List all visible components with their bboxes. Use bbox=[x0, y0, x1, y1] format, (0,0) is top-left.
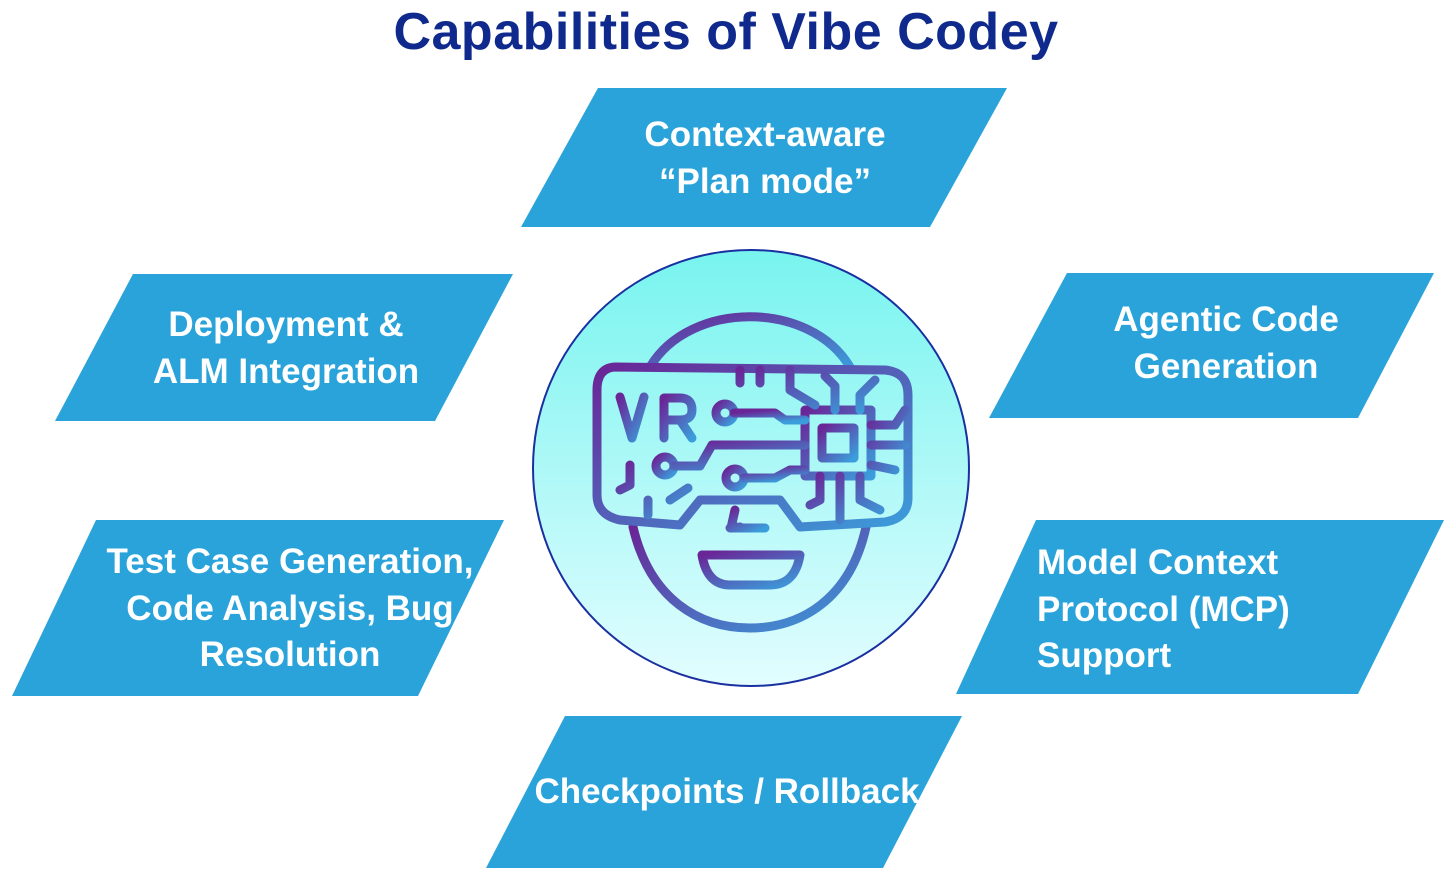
diagram-title: Capabilities of Vibe Codey bbox=[393, 3, 1059, 61]
box-plan-mode bbox=[521, 88, 1007, 227]
box-testing bbox=[12, 520, 504, 696]
label-line: Context-aware bbox=[644, 115, 886, 154]
box-mcp bbox=[956, 520, 1444, 694]
label-line: Code Analysis, Bug bbox=[126, 588, 454, 628]
label-line: Agentic Code bbox=[1113, 300, 1339, 339]
capability-testing: Test Case Generation, Code Analysis, Bug… bbox=[107, 539, 474, 679]
label-line: Support bbox=[1037, 636, 1172, 675]
label-line: Model Context bbox=[1037, 543, 1279, 582]
center-circle bbox=[532, 249, 970, 687]
capability-plan-mode: Context-aware “Plan mode” bbox=[644, 112, 885, 205]
label-line: Resolution bbox=[199, 635, 381, 674]
label-line: “Plan mode” bbox=[659, 161, 871, 201]
vr-label bbox=[615, 392, 697, 443]
label-line: Generation bbox=[1133, 346, 1319, 386]
label-line: Test Case Generation, bbox=[106, 542, 474, 581]
label-line: ALM Integration bbox=[152, 351, 420, 391]
capability-agentic: Agentic Code Generation bbox=[1113, 297, 1339, 390]
box-deployment bbox=[55, 274, 513, 421]
box-agentic bbox=[989, 273, 1434, 418]
label-line: Protocol (MCP) bbox=[1037, 589, 1290, 629]
box-checkpoints bbox=[486, 716, 962, 868]
capability-deployment: Deployment & ALM Integration bbox=[153, 302, 419, 395]
capability-checkpoints: Checkpoints / Rollback bbox=[534, 769, 919, 816]
vr-headset-face-icon bbox=[592, 312, 913, 633]
label-line: Deployment & bbox=[168, 305, 404, 344]
capability-mcp: Model Context Protocol (MCP) Support bbox=[1037, 540, 1290, 680]
label-line: Checkpoints / Rollback bbox=[534, 772, 920, 811]
